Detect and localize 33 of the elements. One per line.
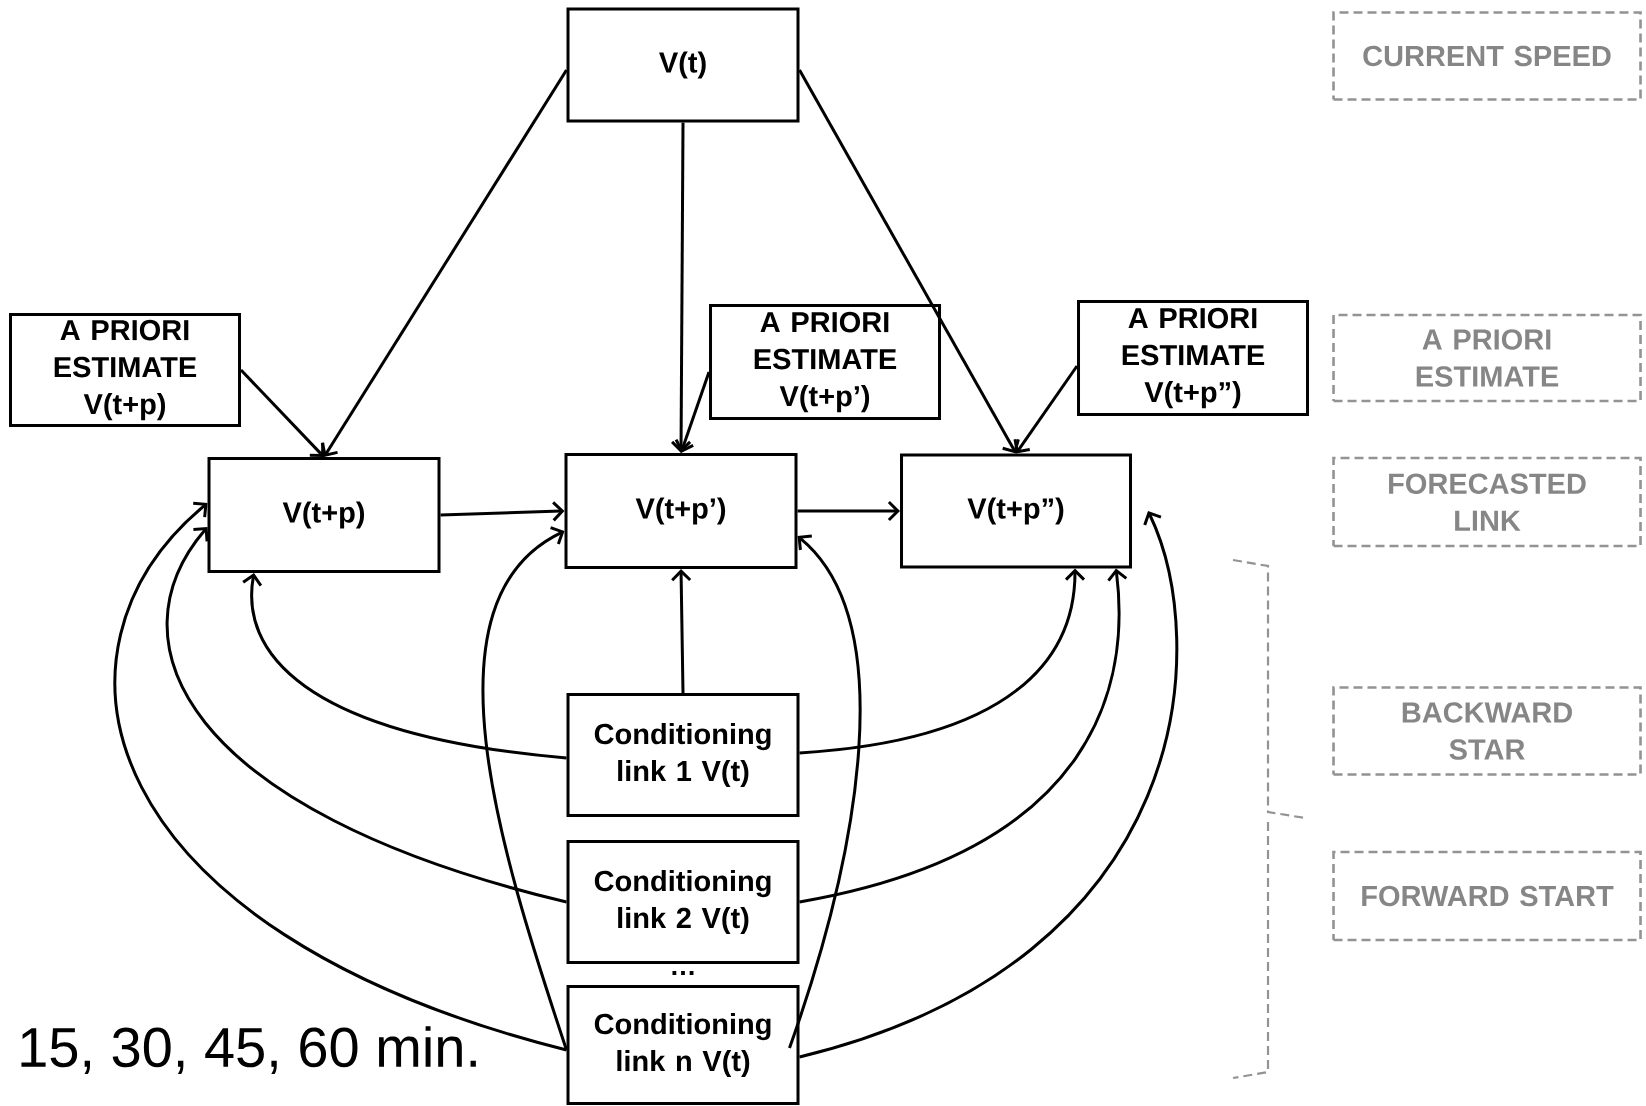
arrow [798,69,1020,454]
arrow [674,371,711,453]
process-box: V(t) [566,7,800,123]
arrow [481,526,568,1051]
arrow [799,568,1128,904]
process-box: Conditioning link 2 V(t) [566,840,800,964]
arrow [797,500,900,522]
arrow [239,368,325,457]
legend-box: FORECASTED LINK [1332,456,1642,548]
process-box: A PRIORI ESTIMATE V(t+p’) [709,304,941,420]
arrow [440,501,565,522]
legend-box: BACKWARD STAR [1332,686,1642,776]
arrow [166,527,567,904]
legend-box: FORWARD START [1332,850,1642,942]
ellipsis: … [672,971,694,975]
arrow [671,569,692,694]
legend-box: A PRIORI ESTIMATE [1332,313,1642,403]
process-box: Conditioning link n V(t) [566,985,800,1105]
process-box: V(t+p) [207,457,441,573]
process-box: Conditioning link 1 V(t) [566,693,800,817]
process-box: V(t+p”) [900,453,1132,569]
arrow [788,534,862,1049]
process-box: A PRIORI ESTIMATE V(t+p”) [1077,300,1309,416]
process-box: A PRIORI ESTIMATE V(t+p) [9,313,241,427]
arrow [799,568,1086,755]
note: 15, 30, 45, 60 min. [21,1026,476,1074]
arrow [242,573,567,760]
arrow [671,122,692,453]
arrow [1013,365,1079,454]
process-box: V(t+p’) [564,453,798,569]
legend-box: CURRENT SPEED [1332,11,1642,101]
arrow [113,501,567,1052]
arrow [799,511,1178,1059]
